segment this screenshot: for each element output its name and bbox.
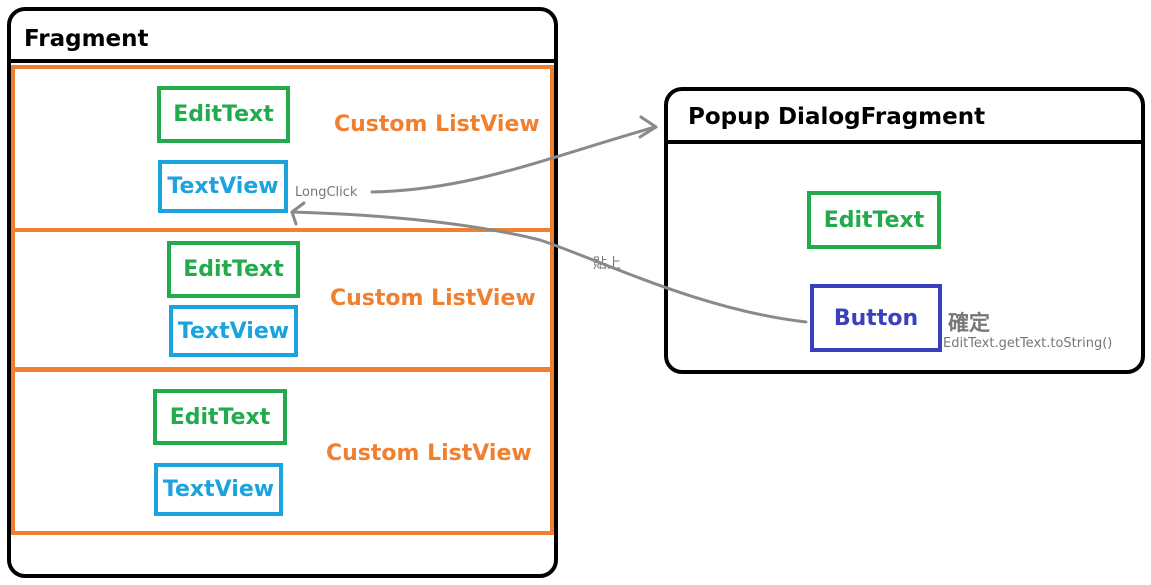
row-3-textview: TextView — [154, 463, 283, 516]
fragment-title-divider — [9, 59, 556, 63]
row-2-label: Custom ListView — [330, 286, 536, 311]
fragment-title: Fragment — [24, 26, 149, 52]
row-3-edittext: EditText — [153, 389, 287, 445]
listview-row-3 — [11, 367, 554, 535]
dialog-button: Button — [810, 284, 942, 352]
longclick-label: LongClick — [295, 185, 358, 200]
row-2-textview: TextView — [169, 305, 298, 357]
dialog-title: Popup DialogFragment — [688, 104, 986, 130]
dialog-title-divider — [666, 140, 1143, 144]
longclick-arrowhead — [638, 115, 658, 139]
row-1-textview: TextView — [158, 160, 288, 213]
row-3-label: Custom ListView — [326, 441, 532, 466]
paste-arrowhead — [290, 201, 306, 226]
dialog-panel — [664, 87, 1145, 374]
row-1-label: Custom ListView — [334, 112, 540, 137]
dialog-edittext: EditText — [807, 191, 941, 249]
button-code-note: EditText.getText.toString() — [943, 336, 1113, 351]
paste-arrow — [290, 210, 808, 324]
confirm-note: 確定 — [948, 311, 990, 335]
row-1-edittext: EditText — [157, 86, 290, 143]
longclick-arrow — [370, 125, 657, 194]
row-2-edittext: EditText — [167, 241, 300, 298]
